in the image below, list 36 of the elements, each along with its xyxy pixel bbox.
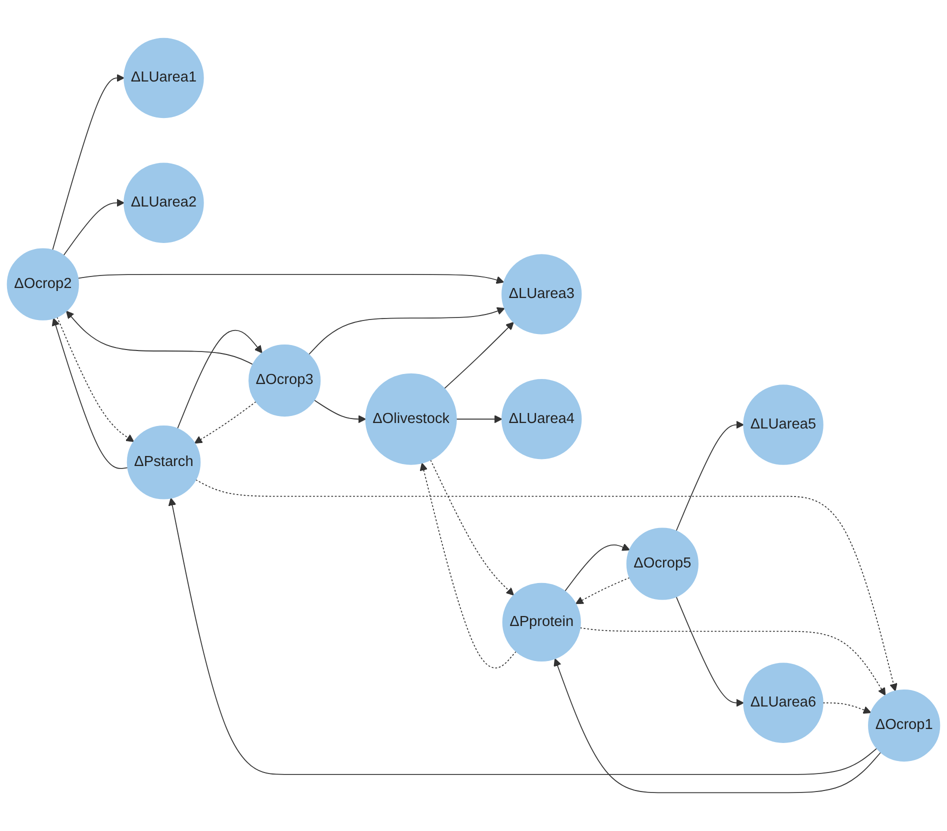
arrow (676, 420, 744, 532)
arrow (456, 415, 502, 424)
arrow (168, 498, 878, 775)
node-circle: ΔLUarea3 (501, 254, 582, 334)
arrow (564, 543, 630, 592)
arrow (78, 274, 504, 284)
arrow (444, 322, 514, 389)
node-circle: ΔLUarea4 (501, 379, 582, 460)
arrow (194, 401, 256, 444)
arrow (822, 702, 872, 714)
arrow (66, 310, 254, 365)
node-circle: ΔLUarea6 (743, 662, 824, 744)
node-circle: ΔLUarea2 (124, 162, 204, 243)
arrow (420, 462, 516, 668)
arrow (575, 577, 630, 604)
arrow (52, 74, 124, 251)
arrow (308, 307, 505, 355)
arrow (676, 596, 744, 707)
arrow (554, 658, 882, 794)
node-circle: ΔOcrop1 (868, 689, 940, 762)
arrow (52, 318, 128, 469)
node-circle: ΔOcrop3 (248, 344, 321, 417)
node-circle: ΔOlivestock (365, 373, 457, 465)
arrow (430, 460, 514, 596)
node-circle: ΔLUarea5 (743, 384, 824, 465)
arrow (177, 330, 262, 430)
arrow (63, 198, 124, 256)
arrow (195, 479, 898, 692)
node-circle: ΔPstarch (126, 426, 201, 500)
node-circle: ΔLUarea1 (124, 38, 204, 118)
node-circle: ΔOcrop5 (626, 528, 698, 600)
arrow (56, 316, 134, 442)
node-circle: ΔOcrop2 (6, 248, 79, 320)
arrow (314, 400, 366, 424)
node-circle: ΔPprotein (502, 582, 581, 662)
arrow (580, 627, 886, 696)
